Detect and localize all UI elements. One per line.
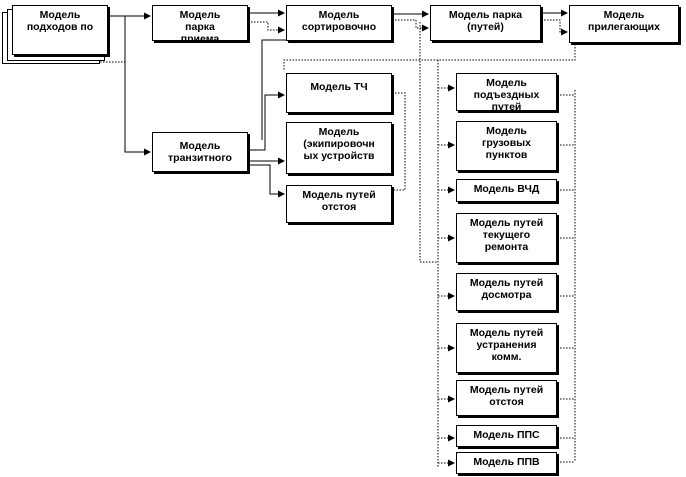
- box-park-arrival: Модель парка приема: [152, 5, 248, 41]
- arrow-transit-to-tch: [248, 91, 285, 151]
- box-sludge-tracks-left: Модель путей отстоя: [286, 185, 392, 223]
- box-transit: Модель транзитного: [152, 132, 248, 172]
- box-inspection: Модель путей досмотра: [456, 273, 557, 311]
- box-elimination: Модель путей устранения комм.: [456, 323, 557, 373]
- box-equipment: Модель (экипировочн ых устройств: [286, 122, 392, 174]
- box-access-tracks: Модель подъездных путей: [456, 73, 557, 111]
- box-cargo-points: Модель грузовых пунктов: [456, 121, 557, 171]
- box-ppv: Модель ППВ: [456, 452, 557, 474]
- dotted-parktracks-return: [541, 19, 568, 36]
- dotted-park-to-sorting: [248, 21, 285, 34]
- box-tch: Модель ТЧ: [286, 73, 392, 113]
- box-sorting: Модель сортировочно: [286, 5, 392, 41]
- box-sludge-tracks-right: Модель путей отстоя: [456, 380, 557, 416]
- box-current-repair: Модель путей текущего ремонта: [456, 213, 557, 263]
- box-adjacent: Модель прилегающих: [569, 5, 679, 43]
- dotted-right-return: [283, 44, 576, 70]
- box-pps: Модель ППС: [456, 425, 557, 447]
- box-park-tracks: Модель парка (путей): [430, 5, 541, 41]
- box-vchd: Модель ВЧД: [456, 179, 557, 202]
- dotted-small-return: [392, 92, 406, 191]
- dotted-bus-to-sorting: [419, 22, 438, 263]
- arrow-transit-to-sludge: [248, 164, 285, 198]
- arrow-approach-to-transit: [124, 16, 151, 156]
- dotted-sorting-return: [392, 19, 429, 32]
- box-approach: Модель подходов по: [12, 5, 108, 55]
